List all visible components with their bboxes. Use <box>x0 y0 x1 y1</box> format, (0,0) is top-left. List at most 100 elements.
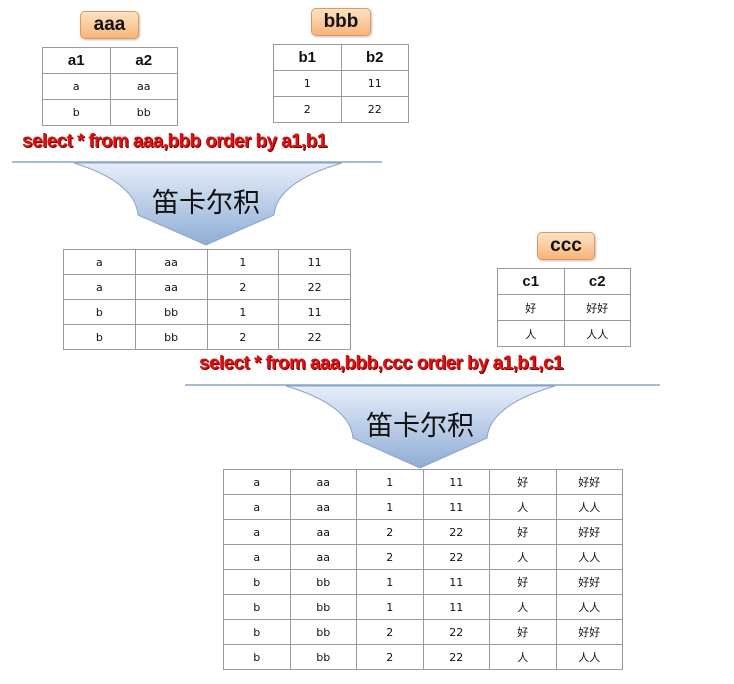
funnel-shape <box>285 385 556 469</box>
table-cell: bb <box>109 99 178 126</box>
table-cell: b <box>223 594 291 620</box>
table-cell: a <box>63 274 136 300</box>
table-cell: bb <box>134 299 208 325</box>
source-table-ccc: c1 c2 好 好好 人 人人 <box>497 268 631 347</box>
arrow-label: 笛卡尔积 <box>366 411 474 442</box>
source-table-bbb: b1 b2 1 11 2 22 <box>273 44 409 123</box>
arrow-label: 笛卡尔积 <box>152 188 260 219</box>
table-cell: 22 <box>422 644 490 670</box>
table-row: a aa <box>42 73 178 100</box>
sql-query-second: select * from aaa,bbb,ccc order by a1,b1… <box>199 353 563 374</box>
table-row: 2 22 <box>273 96 409 123</box>
table-cell: 人 <box>489 544 557 570</box>
table-cell: 2 <box>356 544 424 570</box>
table-cell: 2 <box>206 274 280 300</box>
table-cell: 2 <box>356 619 424 645</box>
table-cell: 22 <box>422 544 490 570</box>
table-cell: a <box>223 494 291 520</box>
column-header: b2 <box>340 44 409 71</box>
table-cell: a <box>223 469 291 495</box>
table-name-badge-bbb: bbb <box>311 8 371 36</box>
table-cell: 好好 <box>555 619 623 645</box>
table-cell: 11 <box>278 249 351 275</box>
table-cell: 好好 <box>555 469 623 495</box>
table-cell: 22 <box>340 96 409 123</box>
column-header: b1 <box>273 44 342 71</box>
table-row: b bb <box>42 99 178 126</box>
cartesian-product-arrow-first: 笛卡尔积 <box>12 161 382 246</box>
table-cell: 1 <box>356 469 424 495</box>
table-cell: a <box>223 544 291 570</box>
table-cell: 人 <box>489 644 557 670</box>
table-cell: 好 <box>497 294 565 321</box>
table-cell: 11 <box>422 569 490 595</box>
table-cell: 22 <box>422 519 490 545</box>
table-cell: 11 <box>278 299 351 325</box>
table-header-row: b1 b2 <box>273 44 409 71</box>
table-cell: 2 <box>356 644 424 670</box>
table-cell: b <box>42 99 111 126</box>
table-cell: 人人 <box>555 644 623 670</box>
table-cell: 1 <box>206 249 280 275</box>
table-cell: 11 <box>422 594 490 620</box>
table-row: 人 人人 <box>497 320 631 347</box>
table-cell: 人 <box>489 494 557 520</box>
table-cell: 好 <box>489 469 557 495</box>
table-cell: 22 <box>422 619 490 645</box>
table-cell: 1 <box>273 70 342 97</box>
table-cell: 1 <box>356 569 424 595</box>
table-row: 1 11 <box>273 70 409 97</box>
table-cell: b <box>223 569 291 595</box>
column-header: c2 <box>563 268 631 295</box>
table-cell: aa <box>289 544 357 570</box>
table-cell: b <box>63 299 136 325</box>
source-table-aaa: a1 a2 a aa b bb <box>42 47 178 126</box>
table-row: 好 好好 <box>497 294 631 321</box>
table-cell: 22 <box>278 324 351 350</box>
table-cell: bb <box>289 569 357 595</box>
table-cell: b <box>223 619 291 645</box>
table-cell: aa <box>289 469 357 495</box>
sql-query-first: select * from aaa,bbb order by a1,b1 <box>22 131 327 152</box>
table-cell: 人人 <box>555 544 623 570</box>
table-header-row: c1 c2 <box>497 268 631 295</box>
table-cell: 2 <box>356 519 424 545</box>
funnel-shape <box>73 162 343 246</box>
table-cell: 好好 <box>563 294 631 321</box>
table-cell: bb <box>289 644 357 670</box>
table-cell: 2 <box>206 324 280 350</box>
table-cell: b <box>63 324 136 350</box>
table-cell: 1 <box>206 299 280 325</box>
table-cell: bb <box>289 619 357 645</box>
table-cell: aa <box>289 494 357 520</box>
table-cell: 人人 <box>563 320 631 347</box>
table-cell: a <box>63 249 136 275</box>
table-cell: 1 <box>356 594 424 620</box>
table-cell: 好 <box>489 619 557 645</box>
table-cell: aa <box>134 249 208 275</box>
table-cell: a <box>223 519 291 545</box>
table-cell: 11 <box>422 469 490 495</box>
table-cell: 人人 <box>555 494 623 520</box>
table-cell: 好 <box>489 519 557 545</box>
table-name-badge-ccc: ccc <box>537 232 595 260</box>
table-cell: 人人 <box>555 594 623 620</box>
column-header: c1 <box>497 268 565 295</box>
table-cell: aa <box>109 73 178 100</box>
table-cell: 11 <box>340 70 409 97</box>
column-header: a2 <box>109 47 178 74</box>
table-cell: b <box>223 644 291 670</box>
table-cell: 11 <box>422 494 490 520</box>
